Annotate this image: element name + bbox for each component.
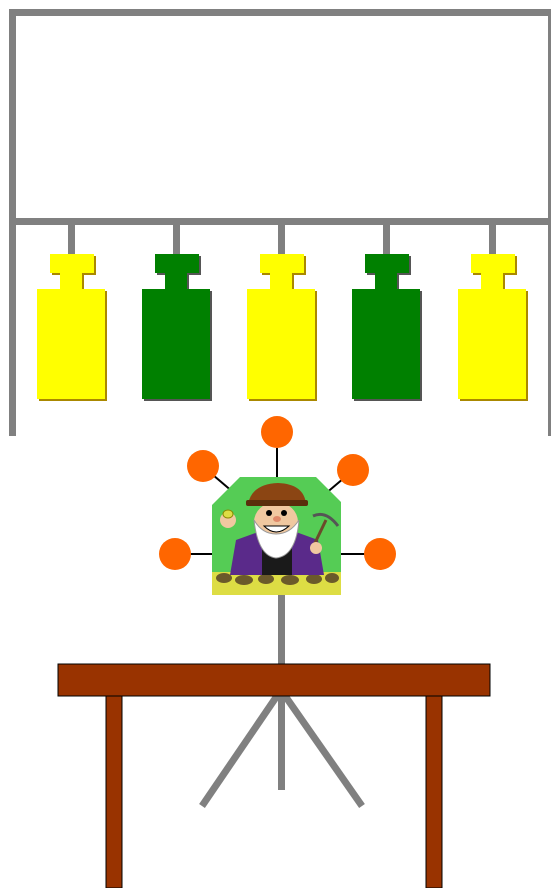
table-left-leg <box>105 695 123 888</box>
weight-1-hook <box>68 225 75 254</box>
node-upper-right[interactable] <box>337 454 369 486</box>
weight-2-hook <box>173 225 180 254</box>
weight-2[interactable] <box>142 225 212 401</box>
node-top[interactable] <box>261 416 293 448</box>
weight-3[interactable] <box>247 225 317 401</box>
miner-hat-icon <box>248 483 306 504</box>
node-right[interactable] <box>364 538 396 570</box>
pickaxe-icon <box>310 512 340 554</box>
weight-2-body <box>142 254 210 399</box>
gold-nugget-icon <box>222 509 234 519</box>
table-right-leg <box>425 695 443 888</box>
miner-badge-ground <box>212 572 341 595</box>
weight-1-body <box>37 254 105 399</box>
weights-row <box>37 225 528 401</box>
miner-with-pickaxe-icon[interactable] <box>212 477 341 595</box>
weight-1[interactable] <box>37 225 107 401</box>
weight-4[interactable] <box>352 225 422 401</box>
weight-3-hook <box>278 225 285 254</box>
weight-5[interactable] <box>458 225 528 401</box>
frame-top-bar <box>9 9 551 16</box>
weight-5-body <box>458 254 526 399</box>
table-top <box>57 663 491 697</box>
weight-3-body <box>247 254 315 399</box>
hanging-frame <box>9 9 551 436</box>
character-hub <box>159 416 396 595</box>
weight-4-hook <box>383 225 390 254</box>
miner-beard-icon <box>253 519 300 559</box>
table <box>57 663 491 888</box>
rocks-icon <box>216 573 339 585</box>
node-upper-left[interactable] <box>187 450 219 482</box>
tripod-legs <box>199 687 365 809</box>
frame-shelf-bar <box>9 218 551 225</box>
frame-right-edge <box>548 9 551 436</box>
node-left[interactable] <box>159 538 191 570</box>
weight-4-body <box>352 254 420 399</box>
weight-5-hook <box>489 225 496 254</box>
